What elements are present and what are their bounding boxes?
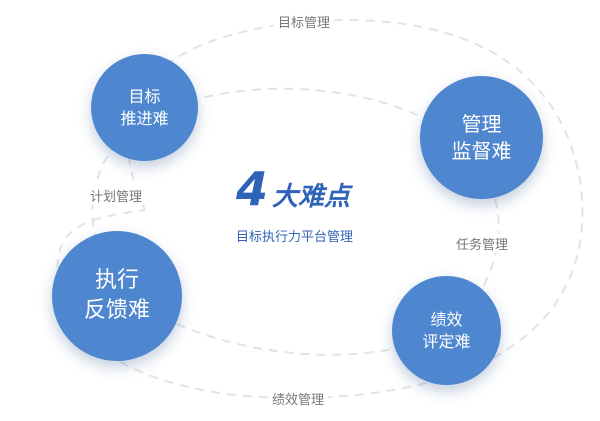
node-performance-line2: 评定难	[422, 331, 471, 351]
node-management-line2: 监督难	[451, 138, 512, 163]
node-goal-line2: 推进难	[120, 108, 169, 128]
edge-label-performance-management: 绩效管理	[268, 389, 329, 408]
node-goal: 目标 推进难	[91, 54, 198, 161]
edge-label-goal-management: 目标管理	[274, 12, 335, 31]
center-subtitle: 目标执行力平台管理	[236, 230, 354, 245]
edge-label-task-management: 任务管理	[452, 234, 513, 253]
node-execution-line2: 反馈难	[83, 298, 150, 323]
node-goal-line1: 目标	[128, 86, 161, 106]
center-title-text: 大难点	[272, 182, 351, 212]
center-title: 4 大难点	[236, 166, 350, 213]
node-performance: 绩效 评定难	[392, 276, 501, 385]
node-management-line1: 管理	[461, 111, 502, 136]
edge-label-plan-management: 计划管理	[86, 186, 147, 205]
node-execution-line1: 执行	[94, 268, 139, 294]
node-management: 管理 监督难	[420, 76, 543, 199]
node-performance-line1: 绩效	[430, 309, 463, 329]
node-execution: 执行 反馈难	[52, 231, 182, 361]
center-number: 4	[236, 162, 269, 216]
